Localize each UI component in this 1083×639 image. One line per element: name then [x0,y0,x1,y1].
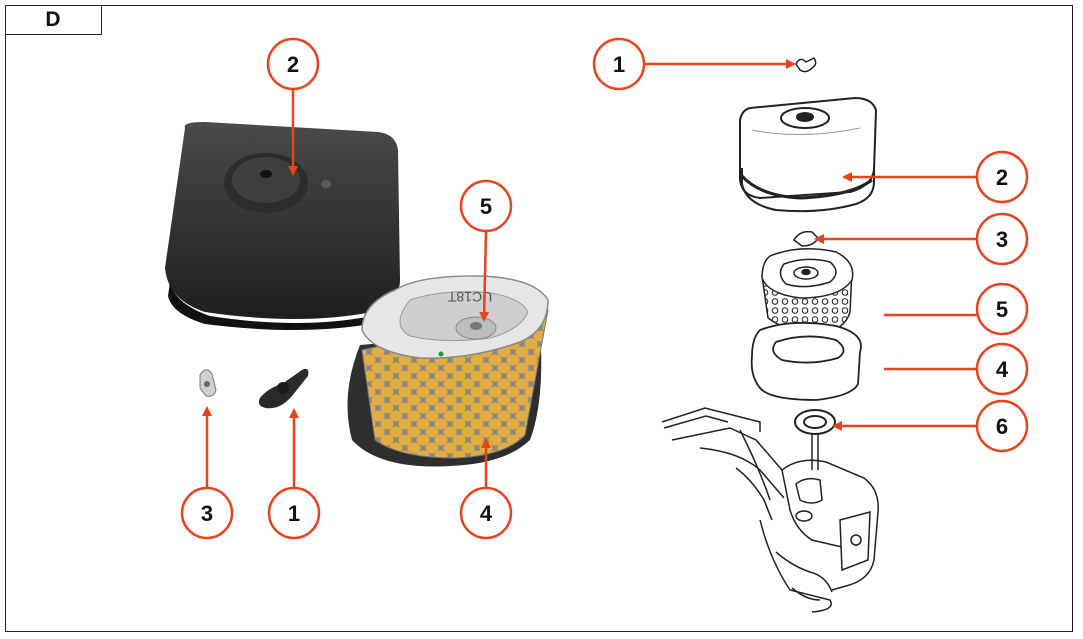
exploded-engine-base [661,407,879,613]
exploded-paper-filter [761,248,854,335]
exploded-washer [793,230,819,247]
photo-callout-5: 5 [459,179,513,322]
callout-number: 5 [996,297,1008,322]
callout-number: 6 [996,414,1008,439]
exploded-grommet [794,409,836,435]
photo-washer [199,369,217,397]
exploded-callout-5: 5 [884,282,1029,336]
photo-cover [165,122,400,330]
photo-callout-2: 2 [266,37,320,176]
exploded-wing-nut [795,57,817,73]
callout-number: 5 [480,194,492,219]
photo-callout-4: 4 [459,438,513,540]
diagram-frame [5,5,1073,632]
callout-number: 1 [613,52,625,77]
callout-number: 2 [287,52,299,77]
filter-print-text: UC18T [447,289,492,305]
exploded-callout-2: 2 [842,150,1029,204]
callout-number: 3 [201,501,213,526]
callout-arrow [479,230,490,322]
photo-callout-3: 3 [180,406,234,540]
photo-wing-nut [258,368,309,409]
callout-number: 3 [996,227,1008,252]
photo-paper-filter: UC18T [361,275,549,459]
callout-number: 2 [996,165,1008,190]
exploded-cover [739,96,878,213]
exploded-callout-3: 3 [814,212,1029,266]
callout-number: 1 [288,501,300,526]
callout-number: 4 [996,357,1009,382]
exploded-callout-1: 1 [592,37,796,91]
exploded-foam-filter [750,321,862,401]
photo-callout-1: 1 [267,408,321,540]
callout-number: 4 [480,501,493,526]
exploded-callout-4: 4 [884,342,1029,396]
exploded-callout-6: 6 [832,399,1029,453]
section-label: D [5,5,102,35]
